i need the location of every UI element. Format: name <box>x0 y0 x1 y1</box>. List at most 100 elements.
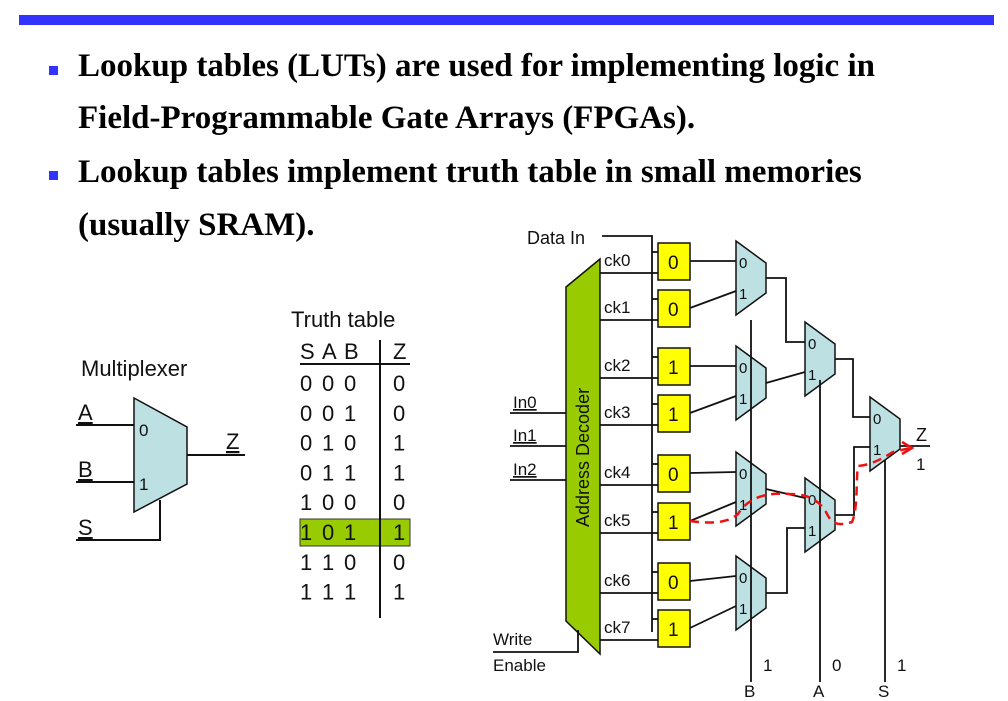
decoder-input-label: In2 <box>513 460 537 479</box>
active-path-arrow-icon <box>901 440 915 456</box>
truth-table-cell: 0 <box>322 520 334 545</box>
data-in-bus <box>602 235 653 632</box>
sram-cell-value: 1 <box>668 358 679 379</box>
highlighted-row-bg <box>299 518 411 547</box>
clock-label-ck3: ck3 <box>604 403 630 422</box>
cell-to-mux-wire <box>689 471 737 474</box>
truth-table-cell: 1 <box>344 520 356 545</box>
truth-table-cell: 1 <box>300 520 312 545</box>
clock-label-ck0: ck0 <box>604 251 630 270</box>
level3-mux <box>869 395 901 473</box>
title-bar-accent <box>19 15 994 25</box>
truth-table-cell: 1 <box>393 431 405 456</box>
clock-label-ck5: ck5 <box>604 511 630 530</box>
truth-table-cell: 0 <box>344 490 356 515</box>
sram-cell-value: 0 <box>668 253 679 274</box>
level2-mux-0 <box>804 320 836 398</box>
cell-to-mux-wire <box>689 501 737 522</box>
truth-table-cell: 1 <box>344 460 356 485</box>
truth-table-cell: 0 <box>300 431 312 456</box>
output-value: 1 <box>916 455 925 474</box>
truth-table-cell: 0 <box>393 490 405 515</box>
cell-to-mux-wire <box>689 395 737 414</box>
wire <box>765 371 806 384</box>
mux-port-0: 0 <box>808 336 816 353</box>
sram-cell <box>657 454 691 493</box>
truth-table-header: A <box>322 339 337 364</box>
mux-port-0: 0 <box>808 492 816 509</box>
truth-table-cell: 0 <box>322 371 334 396</box>
truth-table-header: S <box>300 339 315 364</box>
clock-label-ck4: ck4 <box>604 463 630 482</box>
truth-table-header: B <box>344 339 359 364</box>
mux-select-s: S <box>78 515 93 540</box>
truth-table-title: Truth table <box>291 307 395 332</box>
truth-table-cell: 1 <box>322 550 334 575</box>
sram-cell <box>657 502 691 541</box>
truth-table-cell: 0 <box>344 550 356 575</box>
truth-table-cell: 1 <box>344 401 356 426</box>
sram-cell <box>657 289 691 328</box>
write-enable-label: Enable <box>493 656 546 675</box>
sram-cell-value: 1 <box>668 620 679 641</box>
select-value-A: 0 <box>832 656 841 675</box>
clock-label-ck1: ck1 <box>604 298 630 317</box>
truth-table-cell: 0 <box>322 401 334 426</box>
select-value-S: 1 <box>897 656 906 675</box>
bullet-1-line-2: Field-Programmable Gate Arrays (FPGAs). <box>78 100 696 136</box>
truth-table-cell: 0 <box>393 550 405 575</box>
clock-label-ck7: ck7 <box>604 618 630 637</box>
sram-cell-value: 0 <box>668 573 679 594</box>
truth-table-cell: 1 <box>300 550 312 575</box>
mux-port-0: 0 <box>139 421 148 440</box>
truth-table-cell: 0 <box>344 371 356 396</box>
wire <box>835 446 870 516</box>
wire <box>765 488 806 499</box>
sram-cell <box>657 347 691 386</box>
truth-table-cell: 1 <box>300 580 312 605</box>
bullet-2-line-2: (usually SRAM). <box>78 207 315 243</box>
mux-port-1: 1 <box>808 367 816 384</box>
select-label-A: A <box>813 682 825 701</box>
write-enable-wire <box>493 630 579 653</box>
clock-label-ck2: ck2 <box>604 356 630 375</box>
truth-table-cell: 1 <box>393 460 405 485</box>
sram-cell-value: 1 <box>668 405 679 426</box>
decoder-input-label: In0 <box>513 393 537 412</box>
mux-port-0: 0 <box>739 570 747 587</box>
level1-mux-0 <box>735 239 767 317</box>
mux-port-1: 1 <box>739 497 747 514</box>
clock-label-ck6: ck6 <box>604 571 630 590</box>
truth-table-cell: 1 <box>322 460 334 485</box>
truth-table-cell: 0 <box>322 490 334 515</box>
mux-port-1: 1 <box>739 391 747 408</box>
truth-table-cell: 0 <box>300 460 312 485</box>
wire-s <box>76 500 161 541</box>
sram-cell-value: 0 <box>668 465 679 486</box>
cell-to-mux-wire <box>689 290 737 309</box>
mux-port-1: 1 <box>739 286 747 303</box>
mux-input-b: B <box>78 457 93 482</box>
mux-shape <box>133 396 188 514</box>
truth-table-cell: 1 <box>300 490 312 515</box>
truth-table-cell: 1 <box>393 520 405 545</box>
bullet-1-line-1: Lookup tables (LUTs) are used for implem… <box>78 48 875 84</box>
address-decoder-label: Address Decoder <box>573 388 593 527</box>
sram-cell-value: 0 <box>668 300 679 321</box>
output-label-z: Z <box>916 425 927 445</box>
bullet-icon <box>49 66 58 75</box>
mux-title: Multiplexer <box>81 356 187 381</box>
data-in-label: Data In <box>527 228 585 248</box>
sram-cell <box>657 609 691 648</box>
truth-table-cell: 1 <box>393 580 405 605</box>
mux-port-1: 1 <box>139 475 148 494</box>
mux-port-1: 1 <box>873 442 881 459</box>
truth-table-cell: 1 <box>322 580 334 605</box>
select-label-B: B <box>744 682 755 701</box>
cell-to-mux-wire <box>689 575 737 582</box>
truth-table-cell: 0 <box>393 371 405 396</box>
mux-port-1: 1 <box>739 601 747 618</box>
